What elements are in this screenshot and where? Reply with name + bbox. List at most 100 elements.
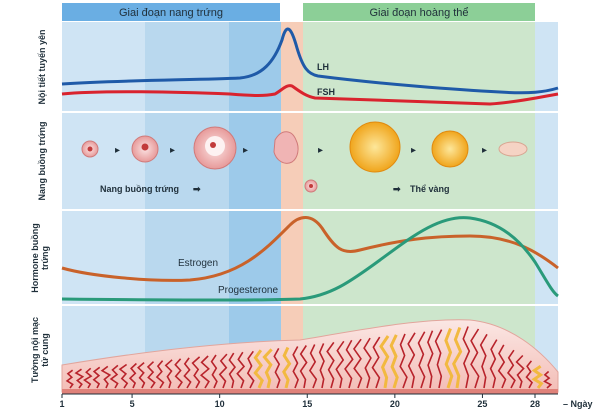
spiral-artery — [164, 359, 173, 389]
spiral-artery — [236, 351, 246, 389]
spiral-artery — [363, 337, 372, 389]
lh-curve — [61, 27, 559, 95]
spiral-artery — [308, 344, 318, 389]
corpus-luteum-label: Thể vàng — [410, 184, 450, 194]
spiral-artery — [326, 341, 335, 389]
estrogen-curve — [61, 216, 559, 282]
arrow-right-icon: ➡ — [193, 184, 201, 194]
uterine-gland — [531, 364, 544, 389]
endometrium-base — [62, 389, 558, 394]
spiral-artery — [128, 362, 137, 389]
follicular-late-band — [229, 22, 281, 394]
follicle-oocyte — [141, 143, 149, 151]
spiral-artery — [489, 339, 498, 389]
spiral-artery — [318, 343, 325, 389]
spiral-artery — [218, 353, 228, 389]
arrow-icon: ▸ — [170, 145, 175, 156]
progesterone-curve — [61, 216, 559, 302]
uterine-gland — [389, 334, 399, 389]
ovulating-follicle — [273, 131, 299, 164]
spiral-artery — [74, 368, 85, 389]
spiral-artery — [462, 326, 471, 389]
spiral-artery — [335, 340, 345, 389]
corpus-luteum-large — [349, 121, 401, 173]
x-axis-tick-label: 15 — [302, 399, 312, 409]
spiral-artery — [344, 339, 354, 389]
spiral-artery — [292, 346, 299, 389]
next-cycle-band — [535, 22, 558, 394]
spiral-artery — [65, 369, 74, 389]
estrogen-label: Estrogen — [178, 258, 218, 269]
luteal-phase-header — [303, 3, 535, 21]
spiral-artery — [146, 361, 156, 389]
follicle-oocyte — [210, 142, 216, 148]
spiral-artery — [155, 360, 165, 389]
arrow-icon: ▸ — [482, 145, 487, 156]
spiral-artery — [497, 344, 507, 389]
spiral-artery — [543, 370, 553, 389]
follicle-oocyte — [87, 146, 93, 152]
progesterone-label: Progesterone — [218, 285, 278, 296]
fsh-label: FSH — [317, 87, 335, 97]
spiral-artery — [506, 349, 516, 389]
uterine-gland — [282, 346, 292, 389]
corpus-albicans — [498, 141, 528, 157]
uterine-gland — [253, 349, 264, 389]
x-axis-tick-label: 20 — [390, 399, 400, 409]
spiral-artery — [399, 333, 408, 389]
fsh-curve — [61, 84, 559, 106]
spiral-artery — [109, 364, 119, 389]
arrow-icon: ▸ — [243, 145, 248, 156]
spiral-artery — [174, 358, 183, 389]
luteal-phase-title: Giai đoạn hoàng thể — [369, 7, 468, 19]
spiral-artery — [210, 354, 218, 389]
spiral-artery — [183, 357, 192, 389]
spiral-artery — [525, 360, 533, 389]
row-label-pituitary: Nội tiết tuyến yên — [37, 29, 47, 104]
follicular-phase-header — [62, 3, 280, 21]
follicular-mid-band — [145, 22, 229, 394]
arrow-icon: ▸ — [411, 145, 416, 156]
spiral-artery — [118, 363, 129, 389]
spiral-artery — [100, 365, 112, 389]
row-label-ovary: Nang buồng trứng — [37, 121, 47, 200]
ovum-nucleus — [309, 184, 313, 188]
spiral-artery — [470, 328, 480, 389]
spiral-artery — [299, 345, 308, 389]
spiral-artery — [417, 331, 426, 389]
blood-vessels — [65, 326, 553, 389]
spiral-artery — [137, 361, 146, 389]
spiral-artery — [407, 332, 416, 389]
spiral-artery — [434, 329, 443, 389]
spiral-artery — [92, 366, 101, 389]
arrow-right-icon: ➡ — [393, 184, 401, 194]
x-axis-tick-label: 1 — [59, 399, 64, 409]
spiral-artery — [371, 336, 381, 389]
x-axis-tick-label: 10 — [215, 399, 225, 409]
follicle-stage-label: Nang buồng trứng — [100, 184, 179, 194]
ovulation-band — [281, 22, 303, 394]
spiral-artery — [228, 352, 237, 389]
follicular-phase-title: Giai đoạn nang trứng — [119, 7, 223, 19]
corpus-luteum-medium — [431, 130, 469, 168]
x-axis-unit: – Ngày — [563, 399, 593, 409]
uterine-gland — [452, 326, 463, 389]
row-label-endometrium: Tường nội mạctử cung — [30, 317, 50, 383]
arrow-icon: ▸ — [318, 145, 323, 156]
row-label-hormones: Hormone buồngtrứng — [30, 223, 50, 293]
spiral-artery — [427, 330, 434, 389]
spiral-artery — [83, 367, 93, 389]
x-axis-tick-label: 28 — [530, 399, 540, 409]
spiral-artery — [199, 355, 210, 389]
x-axis-tick-label: 25 — [477, 399, 487, 409]
uterine-gland — [379, 335, 390, 389]
x-axis-tick-label: 5 — [130, 399, 135, 409]
spiral-artery — [515, 354, 525, 389]
lh-label: LH — [317, 62, 329, 72]
spiral-artery — [479, 333, 488, 389]
spiral-artery — [353, 338, 363, 389]
spiral-artery — [273, 348, 281, 389]
